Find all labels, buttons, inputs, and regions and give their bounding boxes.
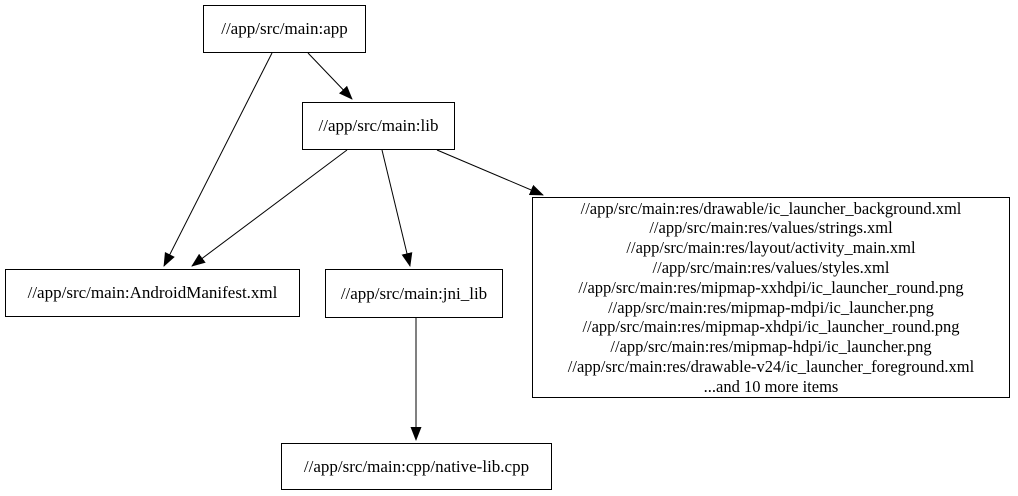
- node-jni-lib: //app/src/main:jni_lib: [325, 269, 503, 318]
- resource-item: //app/src/main:res/drawable/ic_launcher_…: [580, 198, 962, 218]
- edge-lib-to-jni-lib: [381, 149, 413, 267]
- resource-item: //app/src/main:res/layout/activity_main.…: [626, 238, 916, 258]
- edge-app-to-lib: [307, 52, 353, 100]
- node-native-lib-cpp: //app/src/main:cpp/native-lib.cpp: [281, 443, 552, 490]
- resource-item: //app/src/main:res/values/strings.xml: [649, 218, 893, 238]
- node-lib: //app/src/main:lib: [302, 102, 455, 150]
- node-app: //app/src/main:app: [203, 5, 366, 53]
- edge-lib-to-resources: [436, 149, 544, 196]
- node-resources-group: //app/src/main:res/drawable/ic_launcher_…: [532, 197, 1010, 398]
- resource-item: //app/src/main:res/drawable-v24/ic_launc…: [567, 356, 975, 376]
- node-lib-label: //app/src/main:lib: [318, 116, 439, 135]
- resource-item: //app/src/main:res/mipmap-hdpi/ic_launch…: [610, 337, 932, 357]
- node-app-label: //app/src/main:app: [221, 19, 348, 38]
- node-android-manifest: //app/src/main:AndroidManifest.xml: [5, 269, 300, 317]
- resource-items-overflow: ...and 10 more items: [703, 376, 839, 396]
- edge-app-to-manifest: [163, 52, 273, 267]
- resource-item: //app/src/main:res/mipmap-xxhdpi/ic_laun…: [578, 277, 964, 297]
- node-jni-lib-label: //app/src/main:jni_lib: [340, 283, 488, 303]
- resource-item: //app/src/main:res/mipmap-mdpi/ic_launch…: [608, 297, 934, 317]
- node-android-manifest-label: //app/src/main:AndroidManifest.xml: [27, 283, 278, 302]
- resource-item: //app/src/main:res/values/styles.xml: [652, 257, 890, 277]
- node-native-lib-cpp-label: //app/src/main:cpp/native-lib.cpp: [303, 456, 530, 476]
- edge-lib-to-manifest: [191, 149, 348, 267]
- resource-item: //app/src/main:res/mipmap-xhdpi/ic_launc…: [582, 317, 960, 337]
